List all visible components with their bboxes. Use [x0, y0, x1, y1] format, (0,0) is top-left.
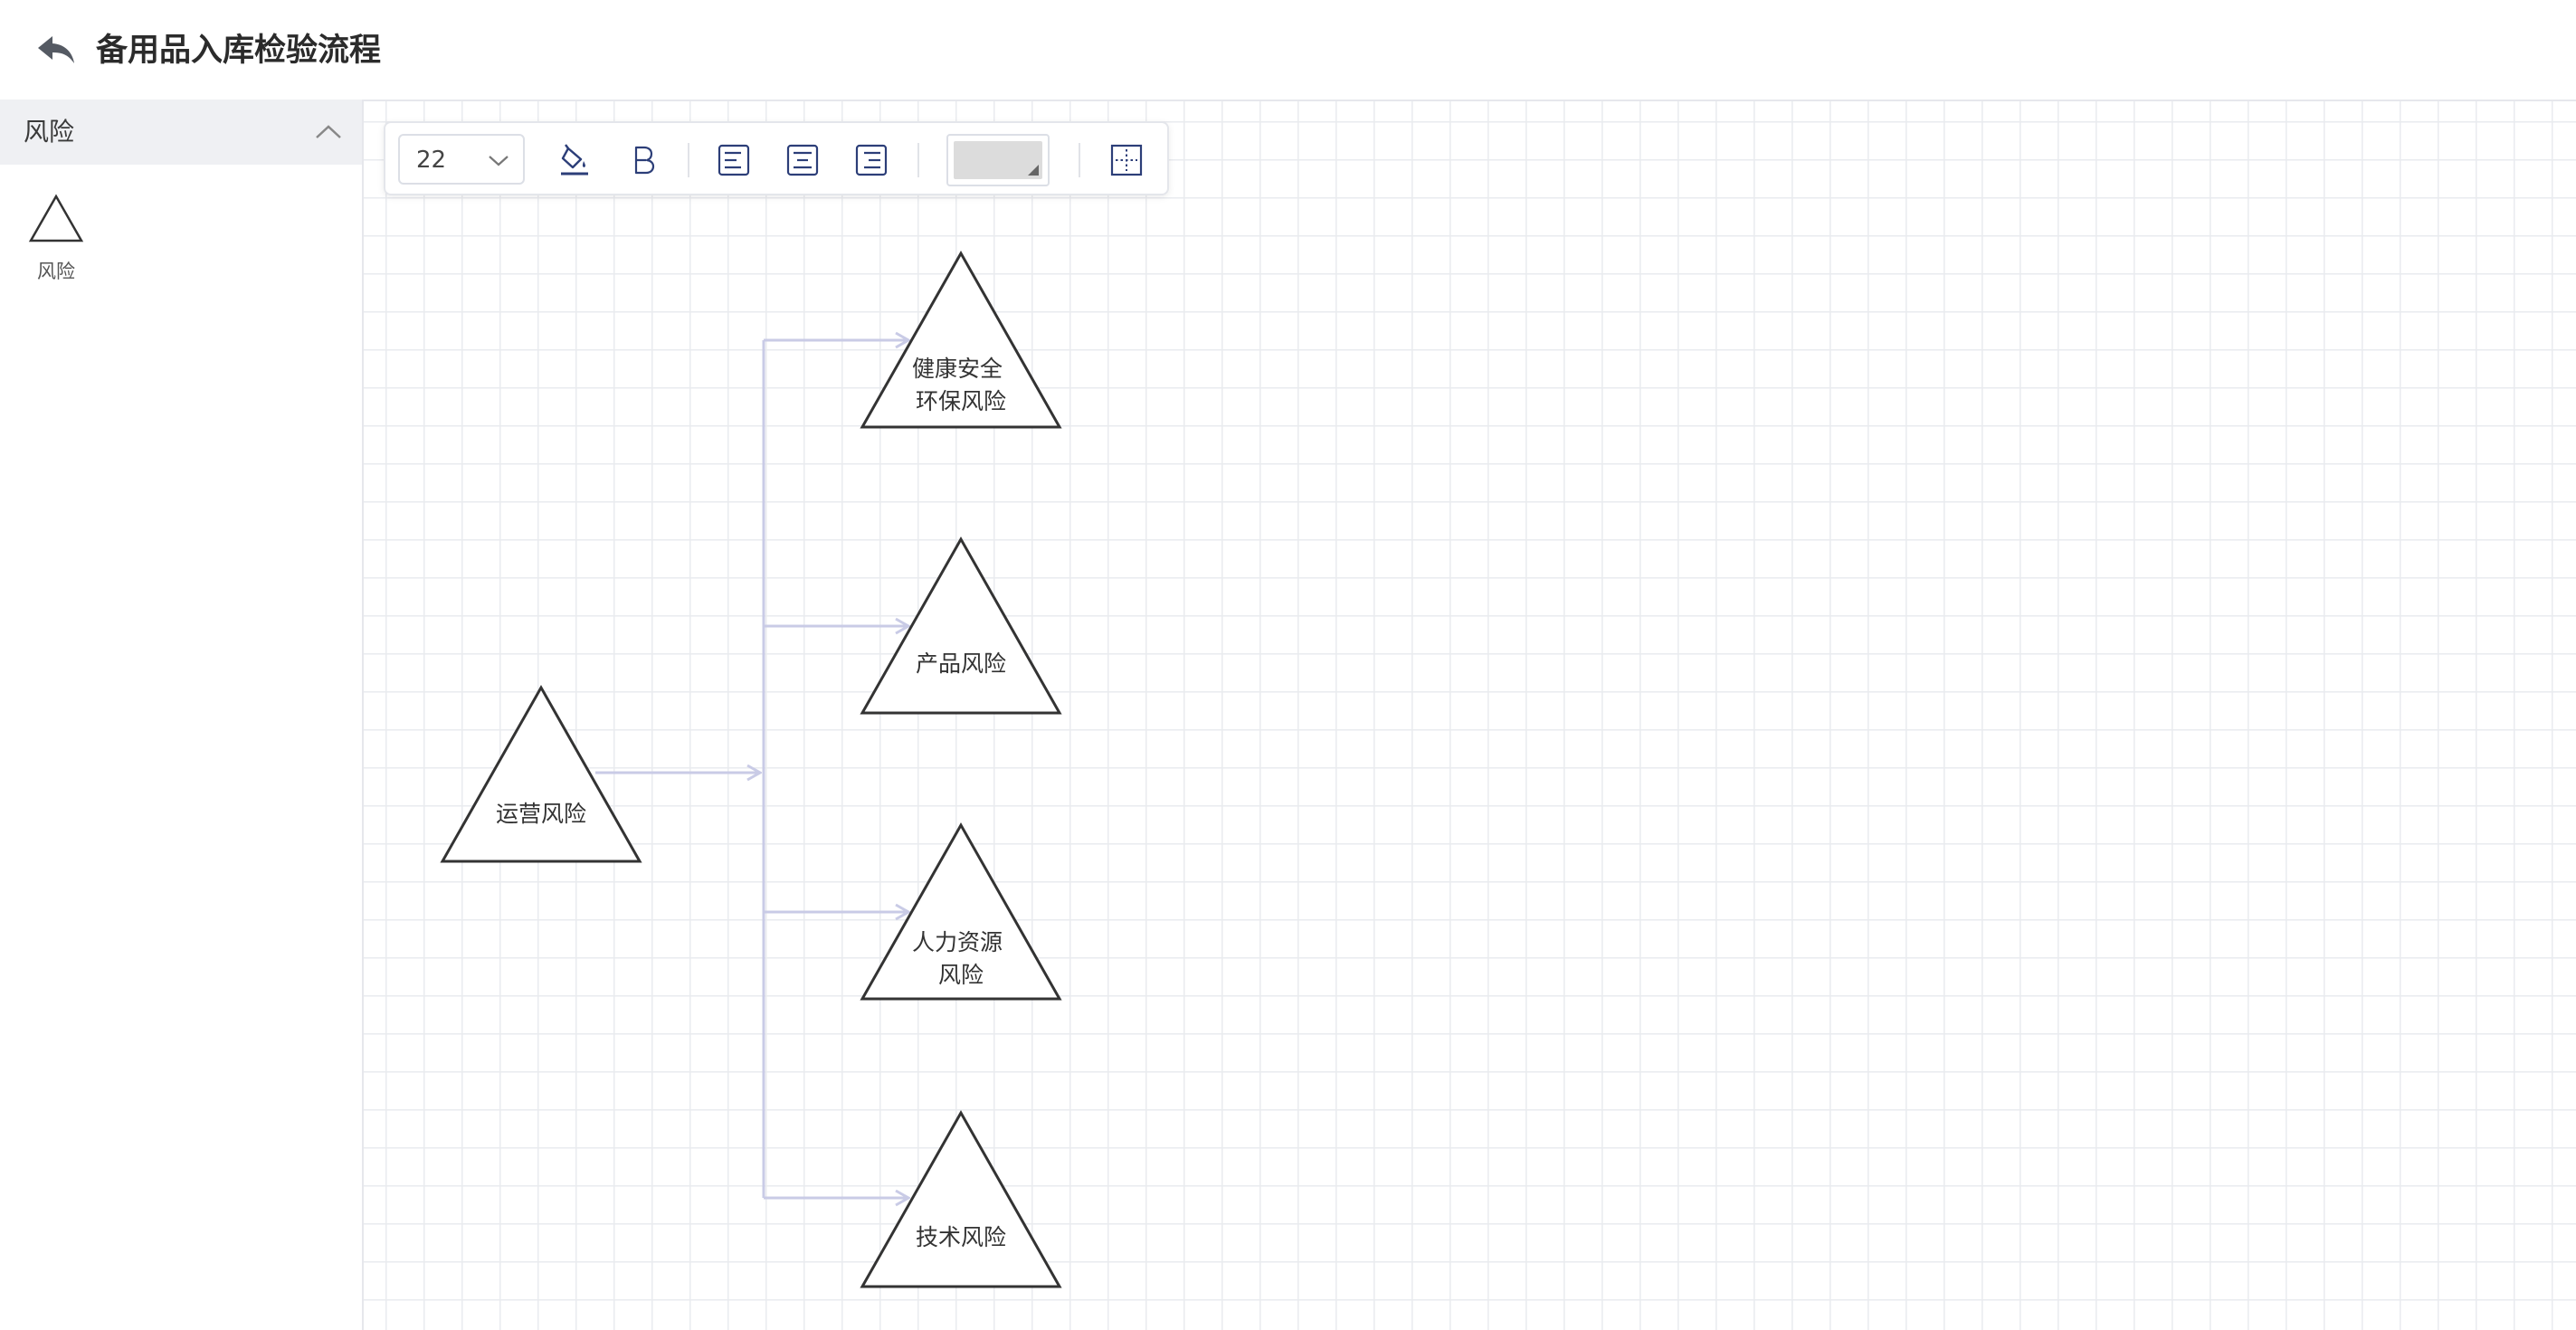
svg-text:运营风险: 运营风险 — [496, 801, 586, 827]
svg-text:产品风险: 产品风险 — [916, 651, 1006, 677]
back-arrow-icon — [38, 36, 74, 63]
node-child-1[interactable]: 健康安全 环保风险 — [860, 250, 1062, 429]
node-child-4[interactable]: 技术风险 — [860, 1109, 1062, 1288]
node-child-4-shape[interactable] — [860, 1109, 1062, 1288]
diagram-canvas[interactable]: 运营风险 健康安全 环保风险 产品风险 人力资源 风险 — [364, 100, 2576, 1330]
node-child-1-label-line-2: 环保风险 — [916, 388, 1006, 414]
connectors — [595, 340, 908, 1198]
svg-text:人力资源 风险: 人力资源 风险 — [912, 929, 1010, 988]
align-right-icon — [855, 144, 888, 176]
font-size-value: 22 — [416, 147, 447, 174]
align-center-button[interactable] — [780, 138, 825, 183]
node-child-4-label: 技术风险 — [916, 1224, 1006, 1250]
shape-sidebar: 风险 风险 — [0, 100, 364, 1330]
border-icon — [1110, 144, 1143, 176]
fill-color-button[interactable] — [552, 138, 597, 183]
node-child-2-shape[interactable] — [860, 536, 1062, 715]
bold-icon — [634, 146, 655, 175]
node-child-3[interactable]: 人力资源 风险 — [860, 822, 1062, 1001]
toolbar-divider — [917, 143, 919, 177]
paint-bucket-icon — [561, 144, 588, 176]
color-swatch[interactable] — [946, 134, 1050, 186]
svg-text:技术风险: 技术风险 — [916, 1224, 1006, 1250]
back-button[interactable] — [34, 33, 78, 69]
chevron-down-icon — [489, 156, 509, 166]
node-child-1-shape[interactable] — [860, 250, 1062, 429]
align-center-icon — [786, 144, 819, 176]
triangle-icon — [28, 194, 84, 242]
node-child-2[interactable]: 产品风险 — [860, 536, 1062, 715]
node-child-3-shape[interactable] — [860, 822, 1062, 1001]
node-child-3-label-line-2: 风险 — [938, 962, 984, 988]
color-swatch-fill — [954, 141, 1042, 179]
sidebar-section-header[interactable]: 风险 — [0, 100, 362, 165]
node-root-label: 运营风险 — [496, 801, 586, 827]
sidebar-shape-label: 风险 — [37, 261, 75, 282]
toolbar-divider — [688, 143, 689, 177]
node-root-shape[interactable] — [440, 684, 642, 863]
flow-diagram: 运营风险 健康安全 环保风险 产品风险 人力资源 风险 — [440, 250, 1062, 1288]
page-title: 备用品入库检验流程 — [96, 33, 382, 69]
swatch-dropdown-icon — [1028, 165, 1039, 176]
format-toolbar: 22 — [384, 121, 1169, 195]
header: 备用品入库检验流程 — [0, 0, 2576, 100]
node-root[interactable]: 运营风险 — [440, 684, 642, 863]
align-left-icon — [718, 144, 750, 176]
toolbar-divider — [1079, 143, 1080, 177]
sidebar-shape-risk[interactable]: 风险 — [20, 190, 92, 290]
bold-button[interactable] — [621, 138, 666, 183]
sidebar-section-label: 风险 — [24, 117, 75, 147]
node-child-2-label: 产品风险 — [916, 651, 1006, 677]
font-size-select[interactable]: 22 — [398, 134, 525, 185]
node-child-3-label-line-1: 人力资源 — [912, 929, 1003, 955]
border-button[interactable] — [1104, 138, 1149, 183]
align-left-button[interactable] — [711, 138, 756, 183]
node-child-1-label-line-1: 健康安全 — [912, 356, 1003, 382]
chevron-up-icon[interactable] — [313, 121, 344, 143]
svg-text:健康安全 环保风险: 健康安全 环保风险 — [912, 356, 1010, 414]
align-right-button[interactable] — [849, 138, 894, 183]
